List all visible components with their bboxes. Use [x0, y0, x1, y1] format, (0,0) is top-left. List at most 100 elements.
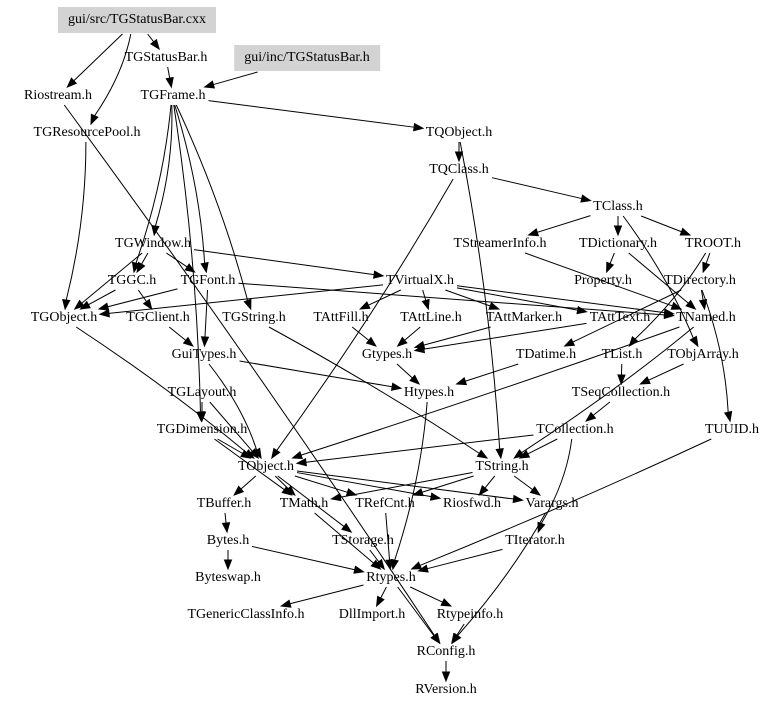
edge-troot-to-tlist	[628, 252, 707, 348]
edge-tgwindow-to-tgfont	[166, 252, 196, 273]
arrowhead-icon	[685, 299, 697, 310]
node-tstorage[interactable]: TStorage.h	[332, 533, 394, 548]
node-varargs[interactable]: Varargs.h	[525, 496, 579, 511]
edge-troot-to-tdirectory	[702, 252, 711, 274]
node-tgstatusbar[interactable]: TGStatusBar.h	[124, 50, 208, 65]
arrowhead-icon	[529, 485, 541, 496]
edge-gtypes-to-htypes	[396, 363, 421, 385]
edge-guitypes-to-htypes	[239, 360, 403, 391]
node-tstreamerinfo[interactable]: TStreamerInfo.h	[453, 236, 547, 251]
node-tdirectory[interactable]: TDirectory.h	[664, 273, 736, 288]
node-tgresourcepool[interactable]: TGResourcePool.h	[33, 125, 141, 140]
edge-tgframe-to-tqobject	[208, 100, 425, 132]
node-tmath[interactable]: TMath.h	[279, 496, 329, 511]
arrowhead-icon	[495, 448, 504, 460]
node-rtypeinfo[interactable]: Rtypeinfo.h	[436, 607, 504, 622]
edge-tuuid-to-rtypes	[410, 438, 712, 570]
node-tgenericclassinfo[interactable]: TGenericClassInfo.h	[187, 607, 305, 622]
node-rversion[interactable]: RVersion.h	[415, 682, 477, 697]
node-tnamed[interactable]: TNamed.h	[676, 310, 736, 325]
node-rtypes[interactable]: Rtypes.h	[366, 570, 416, 585]
node-tgdimension[interactable]: TGDimension.h	[156, 422, 248, 437]
node-trefcnt[interactable]: TRefCnt.h	[355, 496, 415, 511]
edge-src-to-riostream	[66, 33, 123, 88]
edge-tclass-to-tstreamerinfo	[527, 215, 591, 237]
arrowhead-icon	[200, 261, 209, 274]
arrowhead-icon	[527, 228, 540, 237]
arrowhead-icon	[396, 336, 408, 347]
edge-rtypes-to-dllimport	[375, 586, 387, 608]
node-bytes[interactable]: Bytes.h	[206, 533, 250, 548]
node-tgframe[interactable]: TGFrame.h	[140, 88, 206, 103]
arrowhead-icon	[478, 484, 489, 497]
node-inc[interactable]: gui/inc/TGStatusBar.h	[234, 45, 380, 71]
node-tattmarker[interactable]: TAttMarker.h	[485, 310, 563, 325]
edge-rtypes-to-rconfig	[397, 586, 441, 645]
node-tatttext[interactable]: TAttText.h	[589, 310, 651, 325]
node-titerator[interactable]: TIterator.h	[505, 533, 565, 548]
node-tattfill[interactable]: TAttFill.h	[313, 310, 369, 325]
node-tgclient[interactable]: TGClient.h	[126, 310, 190, 325]
node-tqclass[interactable]: TQClass.h	[429, 162, 489, 177]
node-rconfig[interactable]: RConfig.h	[416, 644, 476, 659]
edge-tvirtualx-to-tnamed	[456, 285, 675, 317]
edge-tgwindow-to-tggc	[136, 252, 149, 274]
node-tvirtualx[interactable]: TVirtualX.h	[386, 273, 454, 288]
edge-tdatime-to-htypes	[455, 363, 519, 386]
arrowhead-icon	[385, 559, 394, 571]
edge-tglayout-to-tobject	[209, 401, 260, 460]
edge-tcollection-to-tobject	[295, 434, 534, 467]
node-troot[interactable]: TROOT.h	[684, 236, 742, 251]
node-tcollection[interactable]: TCollection.h	[536, 422, 614, 437]
edge-tnamed-to-tobject	[291, 326, 680, 459]
node-gtypes[interactable]: Gtypes.h	[361, 347, 413, 362]
arrowhead-icon	[390, 382, 403, 391]
edge-tobject-to-trefcnt	[294, 475, 358, 497]
node-tdictionary[interactable]: TDictionary.h	[578, 236, 658, 251]
node-tuuid[interactable]: TUUID.h	[704, 422, 760, 437]
node-guitypes[interactable]: GuiTypes.h	[171, 347, 237, 362]
node-tdatime[interactable]: TDatime.h	[515, 347, 577, 362]
node-tattline[interactable]: TAttLine.h	[400, 310, 462, 325]
arrowhead-icon	[341, 522, 353, 533]
arrowhead-icon	[413, 344, 426, 354]
node-byteswap[interactable]: Byteswap.h	[195, 570, 261, 585]
node-tclass[interactable]: TClass.h	[593, 199, 643, 214]
node-dllimport[interactable]: DllImport.h	[338, 607, 406, 622]
arrowhead-icon	[330, 492, 342, 502]
node-tqobject[interactable]: TQObject.h	[425, 125, 493, 140]
edge-tobject-to-tmath	[274, 475, 296, 496]
node-tgobject[interactable]: TGObject.h	[30, 310, 98, 325]
node-riosfwd[interactable]: Riosfwd.h	[443, 496, 501, 511]
node-tbuffer[interactable]: TBuffer.h	[196, 496, 252, 511]
node-riostream[interactable]: Riostream.h	[23, 88, 93, 103]
node-tstring[interactable]: TString.h	[475, 459, 529, 474]
node-tgstring[interactable]: TGString.h	[222, 310, 286, 325]
arrowhead-icon	[248, 448, 260, 460]
edge-tqobject-to-tqclass	[454, 142, 464, 163]
edge-tgframe-to-tggc	[131, 104, 172, 274]
node-tobject[interactable]: TObject.h	[237, 459, 295, 474]
edge-tgfont-to-guitypes	[200, 289, 210, 348]
arrowhead-icon	[295, 457, 307, 467]
arrowhead-icon	[200, 336, 210, 348]
arrowhead-icon	[291, 450, 303, 459]
edge-tlist-to-tseqcollection	[617, 363, 626, 386]
node-src[interactable]: gui/src/TGStatusBar.cxx	[57, 7, 217, 33]
node-tglayout[interactable]: TGLayout.h	[167, 385, 237, 400]
arrowhead-icon	[454, 151, 464, 163]
node-tgfont[interactable]: TGFont.h	[180, 273, 236, 288]
edge-rconfig-to-rversion	[441, 660, 451, 683]
node-tseqcollection[interactable]: TSeqCollection.h	[571, 385, 671, 400]
node-tggc[interactable]: TGGC.h	[107, 273, 157, 288]
arrowhead-icon	[617, 374, 626, 386]
node-tgwindow[interactable]: TGWindow.h	[115, 236, 191, 251]
node-htypes[interactable]: Htypes.h	[403, 385, 455, 400]
edge-tclass-to-tdictionary	[613, 216, 623, 237]
arrowhead-icon	[90, 113, 99, 126]
node-property[interactable]: Property.h	[574, 273, 632, 288]
node-tobjarray[interactable]: TObjArray.h	[667, 347, 739, 362]
node-tlist[interactable]: TList.h	[601, 347, 643, 362]
edge-tgstring-to-tstring	[268, 326, 489, 459]
